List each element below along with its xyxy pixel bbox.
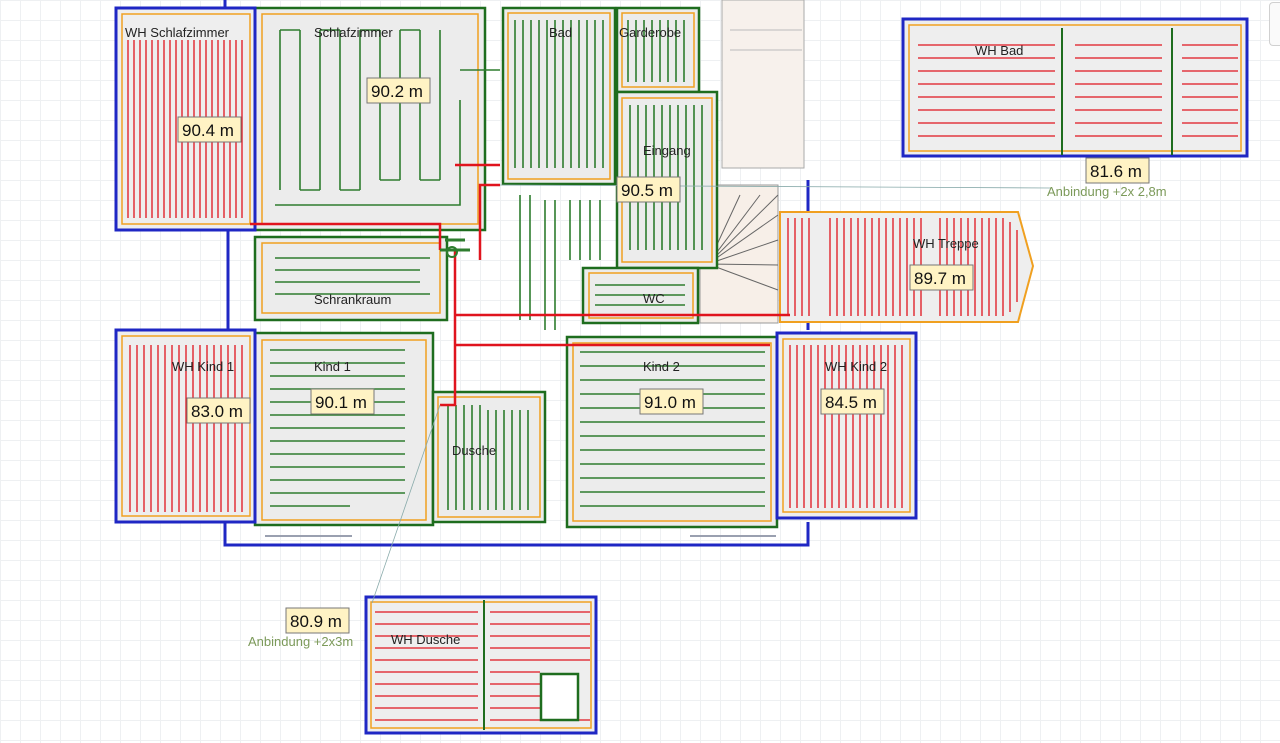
- label-schlafzimmer: Schlafzimmer: [314, 25, 393, 40]
- label-garderobe: Garderobe: [619, 25, 681, 40]
- room-kind-2[interactable]: [565, 335, 779, 529]
- svg-text:90.5 m: 90.5 m: [621, 181, 673, 200]
- wall-heating-treppe[interactable]: [779, 211, 1035, 323]
- svg-text:90.4 m: 90.4 m: [182, 121, 234, 140]
- svg-text:81.6 m: 81.6 m: [1090, 162, 1142, 181]
- side-scroll-handle[interactable]: [1269, 2, 1280, 46]
- room-garderobe[interactable]: [615, 6, 701, 94]
- note-wh-bad-connection: Anbindung +2x 2,8m: [1047, 184, 1167, 199]
- label-kind-1: Kind 1: [314, 359, 351, 374]
- label-wh-treppe: WH Treppe: [913, 236, 979, 251]
- label-bad: Bad: [549, 25, 572, 40]
- svg-text:90.2 m: 90.2 m: [371, 82, 423, 101]
- wall-heating-dusche[interactable]: [364, 595, 598, 735]
- length-box-kind-1: 90.1 m: [310, 388, 375, 415]
- label-wh-kind-2: WH Kind 2: [825, 359, 887, 374]
- length-box-wh-kind-1: 83.0 m: [186, 397, 251, 424]
- length-box-wh-treppe: 89.7 m: [909, 264, 974, 291]
- label-dusche: Dusche: [452, 443, 496, 458]
- label-wh-bad: WH Bad: [975, 43, 1023, 58]
- manifold-feed-lines: [250, 163, 1051, 604]
- svg-text:83.0 m: 83.0 m: [191, 402, 243, 421]
- label-kind-2: Kind 2: [643, 359, 680, 374]
- length-box-schlafzimmer: 90.2 m: [366, 77, 431, 104]
- label-eingang: Eingang: [643, 143, 691, 158]
- label-wh-dusche: WH Dusche: [391, 632, 460, 647]
- room-schlafzimmer[interactable]: [253, 6, 500, 232]
- length-box-wh-schlafzimmer: 90.4 m: [177, 116, 242, 143]
- room-schrankraum[interactable]: [253, 235, 449, 322]
- svg-text:91.0 m: 91.0 m: [644, 393, 696, 412]
- wall-heating-bad[interactable]: [901, 17, 1249, 158]
- svg-text:84.5 m: 84.5 m: [825, 393, 877, 412]
- length-box-wh-bad: 81.6 m: [1085, 157, 1150, 184]
- length-box-eingang: 90.5 m: [616, 176, 681, 203]
- svg-text:80.9 m: 80.9 m: [290, 612, 342, 631]
- room-dusche[interactable]: [431, 390, 547, 524]
- label-schrankraum: Schrankraum: [314, 292, 391, 307]
- label-wh-schlafzimmer: WH Schlafzimmer: [125, 25, 230, 40]
- length-box-wh-kind-2: 84.5 m: [820, 388, 885, 415]
- room-bad[interactable]: [501, 6, 617, 186]
- length-box-kind-2: 91.0 m: [639, 388, 704, 415]
- svg-text:90.1 m: 90.1 m: [315, 393, 367, 412]
- note-wh-dusche-connection: Anbindung +2x3m: [248, 634, 353, 649]
- length-box-wh-dusche: 80.9 m: [285, 607, 350, 634]
- wall-heating-kind-2[interactable]: [775, 331, 918, 520]
- label-wh-kind-1: WH Kind 1: [172, 359, 234, 374]
- wall-heating-kind-1[interactable]: [114, 328, 257, 524]
- label-wc: WC: [643, 291, 665, 306]
- svg-text:89.7 m: 89.7 m: [914, 269, 966, 288]
